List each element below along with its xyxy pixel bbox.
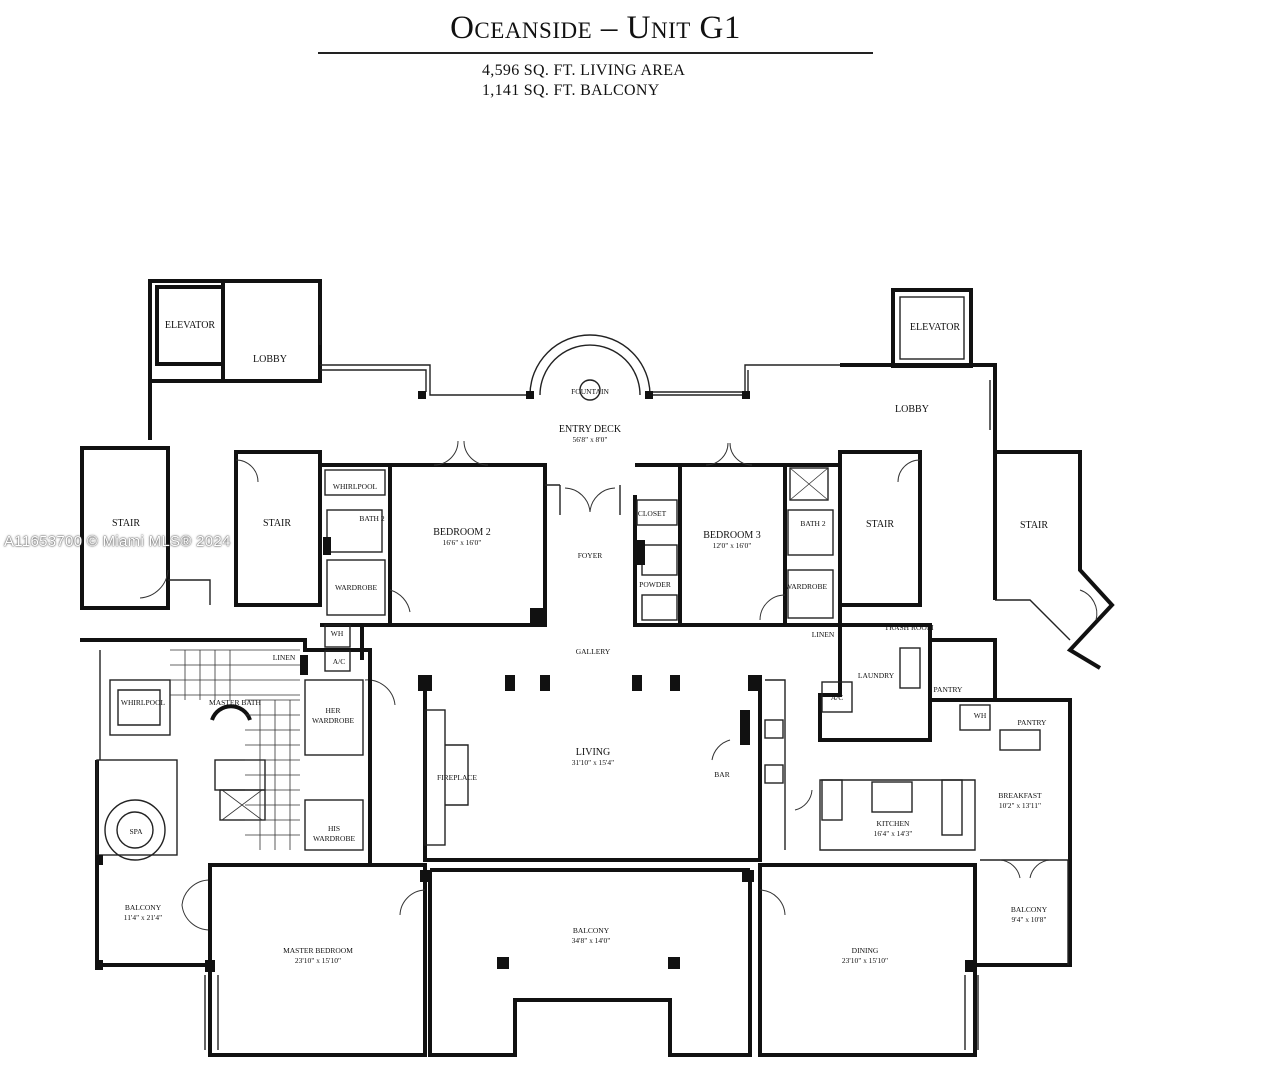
linen-right-label: LINEN [812,630,835,639]
title-underline [318,52,873,54]
balcony-left-dims: 11'4" x 21'4" [124,913,162,922]
balcony-right-walls [980,859,1069,965]
kitchen-block [740,623,1072,967]
bath2-right-label: BATH 2 [800,519,825,528]
her-wardrobe-label-2: WARDROBE [312,716,355,725]
pantry-lower-label: PANTRY [1018,718,1047,727]
master-bedroom-label: MASTER BEDROOM [283,946,353,955]
laundry-label: LAUNDRY [858,671,895,680]
bedroom3-dims: 12'0" x 16'0" [713,541,752,550]
whirlpool-bath2-label: WHIRLPOOL [333,482,378,491]
living-label: LIVING [576,747,610,758]
trash-room-label: TRASH ROOM [885,623,934,632]
dining-dims: 23'10" x 15'10" [842,956,888,965]
wardrobe-right-label: WARDROBE [785,582,828,591]
his-wardrobe-label-2: WARDROBE [313,834,356,843]
left-stairs [80,446,322,610]
wh-right-label: WH [974,711,987,720]
bath2-left-label: BATH 2 [359,514,384,523]
entry-deck-label: ENTRY DECK [559,424,622,435]
closet-label: CLOSET [638,509,667,518]
bedroom3-block [678,442,842,627]
master-suite [80,624,372,865]
entry-deck-walls [148,334,840,440]
plan-title: Oceanside – Unit G1 [450,10,741,46]
whirlpool-master-label: WHIRLPOOL [121,698,166,707]
room-labels: ELEVATOR LOBBY ELEVATOR LOBBY FOUNTAIN E… [112,320,1048,965]
kitchen-dims: 16'4" x 14'3" [874,829,913,838]
breakfast-dims: 10'2" x 13'11" [999,801,1041,810]
breakfast-label: BREAKFAST [998,791,1042,800]
lobby-left-label: LOBBY [253,354,287,365]
balcony-left-label: BALCONY [125,903,162,912]
powder-label: POWDER [639,580,671,589]
balcony-right-label: BALCONY [1011,905,1048,914]
bedroom3-label: BEDROOM 3 [703,530,761,541]
her-wardrobe-label-1: HER [326,706,341,715]
right-stairs [838,450,1115,670]
elevator-left-label: ELEVATOR [165,320,216,331]
elevator-right-label: ELEVATOR [910,322,961,333]
stair-right-label: STAIR [866,519,894,530]
bedroom2-dims: 16'6" x 16'0" [443,538,482,547]
spa-balcony-left [95,759,211,970]
his-wardrobe-label-1: HIS [328,824,340,833]
balcony-center-label: BALCONY [573,926,610,935]
foyer-block [545,463,840,627]
balcony-center-walls [420,868,754,1057]
dining-walls [758,863,979,1057]
balcony-center-dims: 34'8" x 14'0" [572,936,611,945]
living-dims: 31'10" x 15'4" [572,758,614,767]
master-bedroom-dims: 23'10" x 15'10" [295,956,341,965]
stair-far-right-label: STAIR [1020,520,1048,531]
linen-left-label: LINEN [273,653,296,662]
wh-left-label: WH [331,629,344,638]
bar-label: BAR [714,770,729,779]
pantry-upper-label: PANTRY [934,685,963,694]
foyer-label: FOYER [578,551,603,560]
bedroom2-label: BEDROOM 2 [433,527,491,538]
ac-left-label: A/C [333,657,346,666]
living-area-label: 4,596 SQ. FT. LIVING AREA [482,62,686,79]
living-gallery [360,625,762,862]
dining-label: DINING [852,946,879,955]
fireplace-label: FIREPLACE [437,773,477,782]
stair-far-left-label: STAIR [112,518,140,529]
ac-right-label: A/C [831,693,844,702]
master-bath-label: MASTER BATH [209,698,261,707]
master-bedroom-walls [204,863,427,1057]
stair-left-label: STAIR [263,518,291,529]
bedroom2-block [320,440,547,627]
wardrobe-left-label: WARDROBE [335,583,378,592]
spa-label: SPA [129,827,143,836]
balcony-right-dims: 9'4" x 10'8" [1012,915,1047,924]
kitchen-label: KITCHEN [877,819,910,828]
lobby-right-label: LOBBY [895,404,929,415]
upper-right-core [840,288,997,600]
fountain-label: FOUNTAIN [571,387,609,396]
mls-watermark: A11653700 © Miami MLS® 2024 [4,533,231,550]
upper-left-core [148,279,322,383]
entry-deck-dims: 56'8" x 8'0" [573,435,608,444]
gallery-label: GALLERY [576,647,611,656]
balcony-area-label: 1,141 SQ. FT. BALCONY [482,82,660,99]
